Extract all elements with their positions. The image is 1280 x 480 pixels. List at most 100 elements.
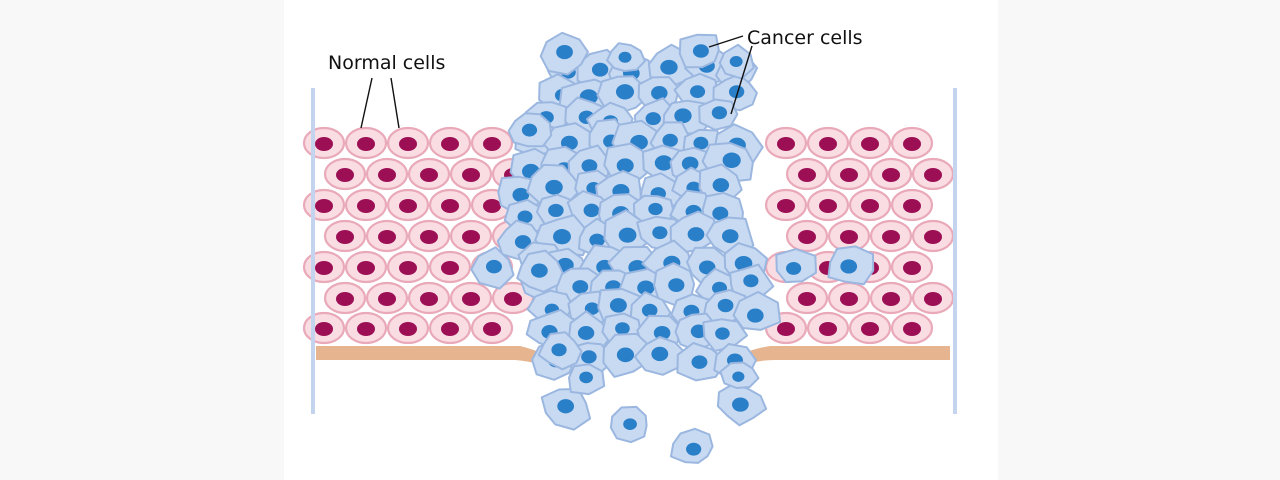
nucleus (668, 278, 685, 293)
cancer-cell (670, 427, 714, 464)
normal-cell (323, 157, 367, 191)
nucleus (777, 137, 795, 151)
nucleus (645, 112, 661, 126)
nucleus (798, 168, 816, 182)
normal-cell (827, 219, 871, 253)
nucleus (903, 137, 921, 151)
cancer-cell (827, 245, 875, 286)
nucleus (786, 261, 802, 275)
normal-cell (428, 188, 472, 222)
normal-cell (491, 281, 535, 315)
nucleus (589, 233, 605, 247)
nucleus (654, 155, 673, 171)
normal-cell (365, 281, 409, 315)
nucleus (483, 137, 501, 151)
nucleus (485, 259, 502, 274)
nucleus (517, 210, 533, 224)
nucleus (357, 322, 375, 336)
nucleus (717, 298, 734, 313)
nucleus (840, 259, 858, 274)
normal-cell (365, 219, 409, 253)
normal-cell (302, 250, 346, 284)
normal-cell (365, 157, 409, 191)
nucleus (840, 230, 858, 244)
nucleus (691, 355, 708, 369)
nucleus (623, 418, 637, 430)
nucleus (420, 292, 438, 306)
normal-cell (848, 126, 892, 160)
membrane-left (316, 346, 560, 372)
cancer-cell (719, 361, 760, 389)
cancer-cell (775, 248, 817, 283)
nucleus (399, 261, 417, 275)
nucleus (521, 123, 538, 137)
nucleus (514, 235, 532, 249)
nucleus (512, 187, 530, 203)
nucleus (616, 158, 634, 173)
nucleus (662, 133, 678, 147)
nucleus (581, 159, 598, 173)
nucleus (681, 156, 699, 171)
normal-cell (407, 219, 451, 253)
nucleus (819, 322, 837, 336)
nucleus (690, 85, 706, 99)
nucleus (378, 168, 396, 182)
nucleus (462, 230, 480, 244)
normal-cell (470, 126, 514, 160)
nucleus (861, 322, 879, 336)
normal-cell (323, 281, 367, 315)
nucleus (861, 199, 879, 213)
nucleus (687, 227, 705, 242)
normal-cell (869, 157, 913, 191)
cancer-cell (606, 42, 646, 72)
normal-cell (890, 126, 934, 160)
cancer-cell (716, 382, 768, 427)
cancer-cell (718, 43, 755, 80)
nucleus (378, 230, 396, 244)
basement-membrane (316, 346, 950, 372)
membrane-right (728, 346, 950, 370)
nucleus (553, 229, 571, 245)
normal-cell (911, 281, 955, 315)
nucleus (315, 137, 333, 151)
cancer-cell (732, 291, 782, 331)
nucleus (924, 168, 942, 182)
nucleus (551, 343, 567, 357)
cancer-cell (698, 163, 743, 204)
normal-cell (848, 188, 892, 222)
nucleus (743, 274, 759, 288)
nucleus (840, 168, 858, 182)
normal-cell (470, 311, 514, 345)
nucleus (315, 199, 333, 213)
nucleus (462, 168, 480, 182)
normal-cell (911, 219, 955, 253)
nucleus (420, 230, 438, 244)
nucleus (441, 199, 459, 213)
nucleus (615, 84, 635, 100)
nucleus (861, 137, 879, 151)
normal-cell (449, 219, 493, 253)
nucleus (732, 397, 749, 412)
nucleus (715, 327, 730, 340)
cancer-cell (470, 246, 515, 290)
nucleus (420, 168, 438, 182)
normal-cell (428, 126, 472, 160)
normal-cell (869, 219, 913, 253)
nucleus (637, 280, 655, 296)
nucleus (732, 371, 745, 382)
nucleus (648, 202, 663, 216)
nucleus (441, 322, 459, 336)
nucleus (722, 152, 741, 168)
normal-cell (449, 281, 493, 315)
nucleus (882, 168, 900, 182)
label-leader-lines (360, 35, 753, 129)
nucleus (747, 308, 764, 323)
normal-cell (869, 281, 913, 315)
nucleus (504, 292, 522, 306)
nucleus (692, 44, 709, 58)
nucleus (399, 137, 417, 151)
nucleus (548, 203, 564, 218)
nucleus (651, 346, 669, 362)
normal-cell (386, 188, 430, 222)
cancer-cell (609, 405, 648, 444)
